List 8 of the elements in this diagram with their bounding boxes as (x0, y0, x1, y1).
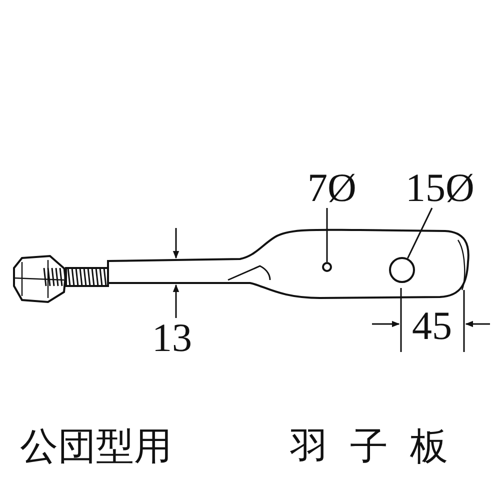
leader-line (406, 208, 433, 259)
leader-line (326, 208, 328, 262)
dimension-text: 13 (152, 318, 192, 358)
dimension-text: 7Ø (300, 168, 364, 208)
dimension-text: 15Ø (396, 168, 484, 208)
caption-text: 公団型用 (20, 424, 172, 468)
dimension-text: 45 (412, 306, 452, 346)
title-text: 羽子板 (290, 424, 470, 468)
